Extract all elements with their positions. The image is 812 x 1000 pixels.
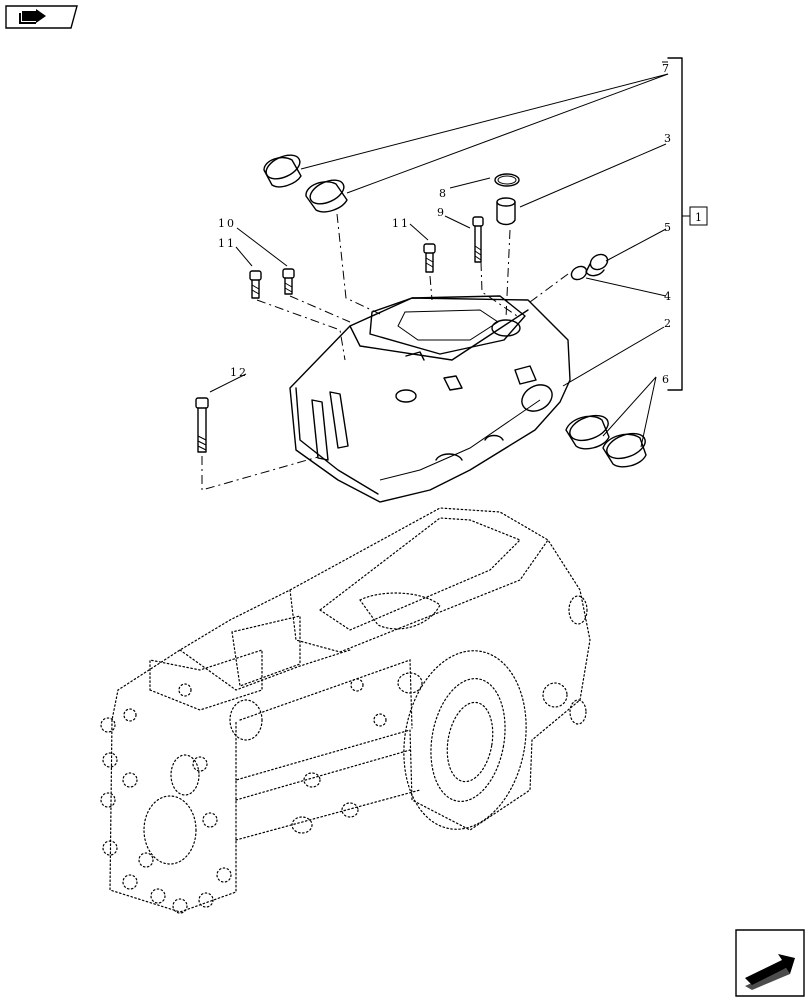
bushing-7a — [263, 154, 302, 188]
callout-10: 10 — [218, 217, 236, 230]
transmission-housing — [100, 507, 591, 914]
callout-8: 8 — [439, 187, 448, 200]
callout-9: 9 — [437, 206, 446, 219]
callout-5: 5 — [664, 221, 673, 234]
o-ring-4 — [570, 265, 588, 281]
callout-2: 2 — [664, 317, 673, 330]
callout-labels: 7 3 8 9 10 11 11 5 4 2 12 6 — [218, 62, 673, 386]
bolt-9 — [472, 216, 484, 263]
bolt-11-left — [249, 270, 262, 299]
o-ring-8 — [494, 173, 520, 187]
callout-11-center: 11 — [392, 217, 410, 230]
assembly-guide-lines — [201, 213, 569, 491]
callout-3: 3 — [664, 132, 673, 145]
callout-7: 7 — [662, 62, 671, 75]
leader-lines — [209, 61, 669, 448]
arrow-book-icon[interactable] — [5, 5, 78, 29]
callout-6: 6 — [662, 373, 671, 386]
callout-4: 4 — [664, 290, 673, 303]
callout-12: 12 — [230, 366, 248, 379]
assembly-bracket: 1 — [667, 57, 708, 391]
bushing-6b — [602, 432, 647, 468]
bolt-11-center — [423, 243, 436, 273]
bolt-12 — [195, 397, 209, 453]
sleeve-3 — [496, 197, 516, 226]
callout-11-left: 11 — [218, 237, 236, 250]
plug-5 — [585, 253, 609, 277]
next-page-arrow-icon[interactable] — [735, 929, 805, 997]
callout-1: 1 — [695, 211, 704, 224]
bushing-7b — [305, 179, 348, 213]
bolt-10 — [282, 268, 295, 295]
lift-housing-2 — [289, 295, 571, 503]
bushing-6a — [565, 414, 610, 450]
